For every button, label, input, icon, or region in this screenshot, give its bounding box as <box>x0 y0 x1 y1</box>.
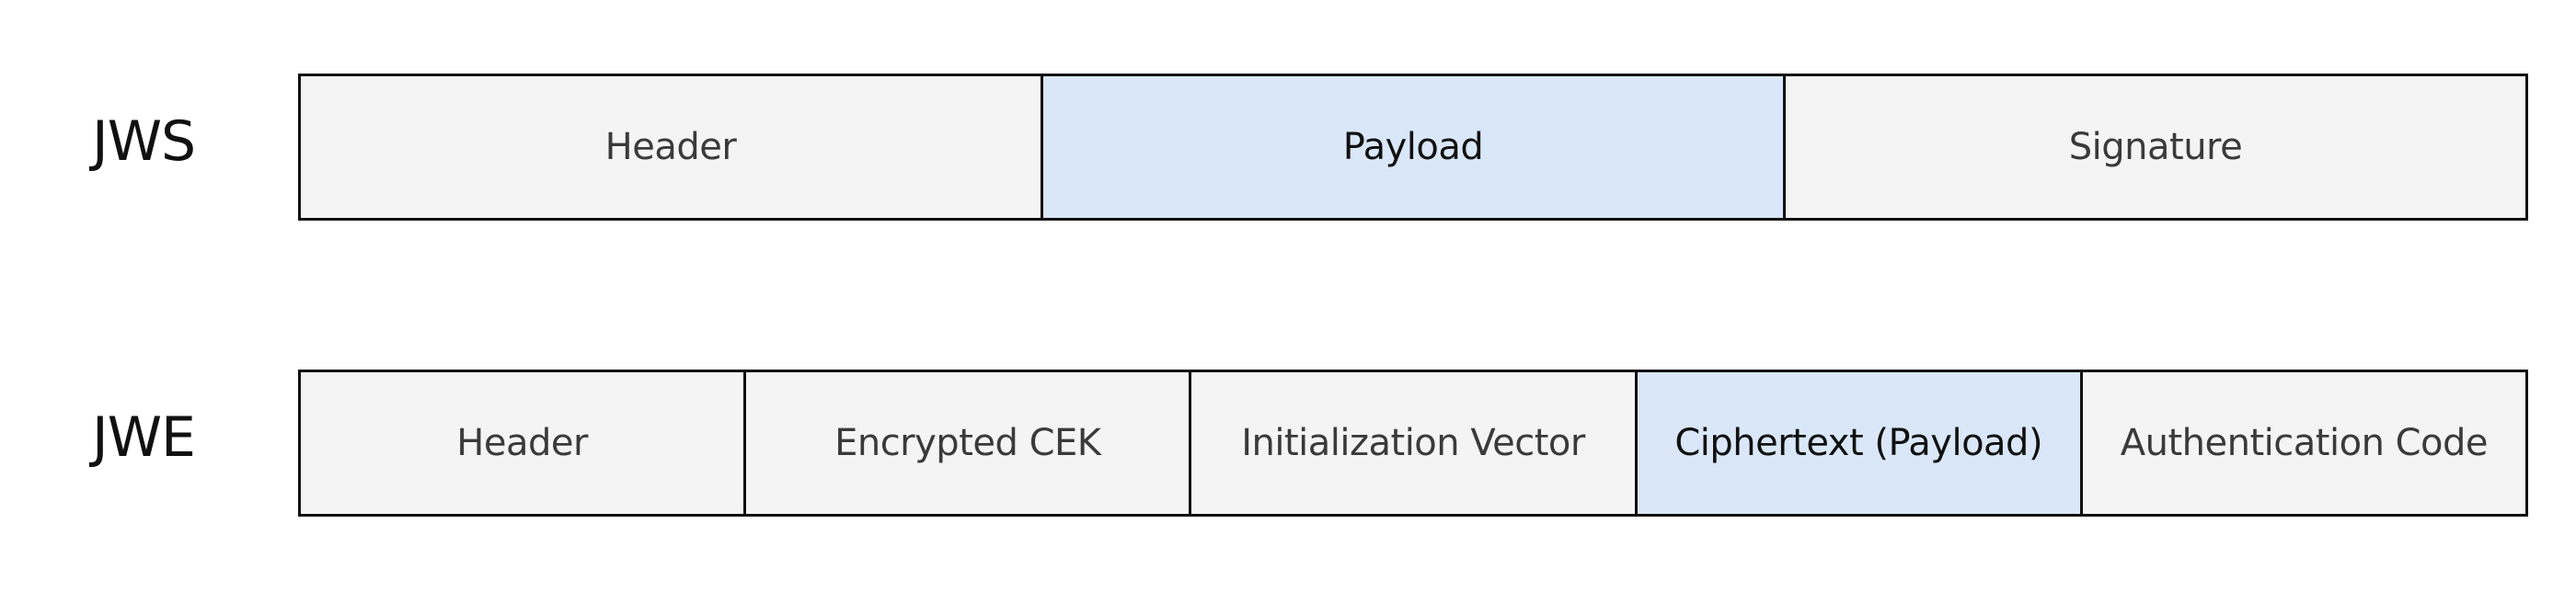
jwe-initialization-vector-segment: Initialization Vector <box>1189 372 1635 514</box>
jws-payload-segment: Payload <box>1041 76 1783 218</box>
jwe-encrypted-cek-segment: Encrypted CEK <box>743 372 1190 514</box>
jws-header-segment: Header <box>301 76 1041 218</box>
jws-label: JWS <box>92 109 196 174</box>
jwe-authentication-code-segment: Authentication Code <box>2079 372 2526 514</box>
jwe-label: JWE <box>92 405 196 470</box>
jwe-header-segment: Header <box>301 372 744 514</box>
jwe-structure: Header Encrypted CEK Initialization Vect… <box>298 370 2528 517</box>
jws-structure: Header Payload Signature <box>298 74 2528 221</box>
jws-signature-segment: Signature <box>1783 76 2525 218</box>
jwe-ciphertext-segment: Ciphertext (Payload) <box>1634 372 2080 514</box>
